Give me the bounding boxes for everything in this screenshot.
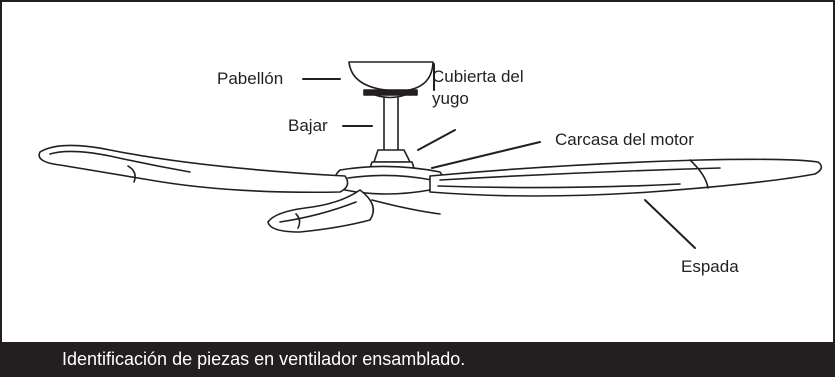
label-canopy: Pabellón [217,69,284,88]
label-downrod: Bajar [288,116,328,135]
left-blade-shape [38,144,349,194]
canopy-shape [348,61,434,99]
front-blade-shape [267,189,441,233]
label-yoke-cover-line2: yugo [432,89,469,108]
right-blade-shape [429,158,823,197]
yoke-cover-shape [369,149,415,169]
downrod-shape [383,97,399,151]
label-yoke-cover-line1: Cubierta del [432,67,524,86]
leader-lines [302,63,696,249]
motor-housing-shape [334,165,444,195]
caption-bar: Identificación de piezas en ventilador e… [2,342,833,375]
label-motor-housing: Carcasa del motor [555,130,694,149]
caption-text: Identificación de piezas en ventilador e… [62,349,466,369]
label-blade: Espada [681,257,739,276]
